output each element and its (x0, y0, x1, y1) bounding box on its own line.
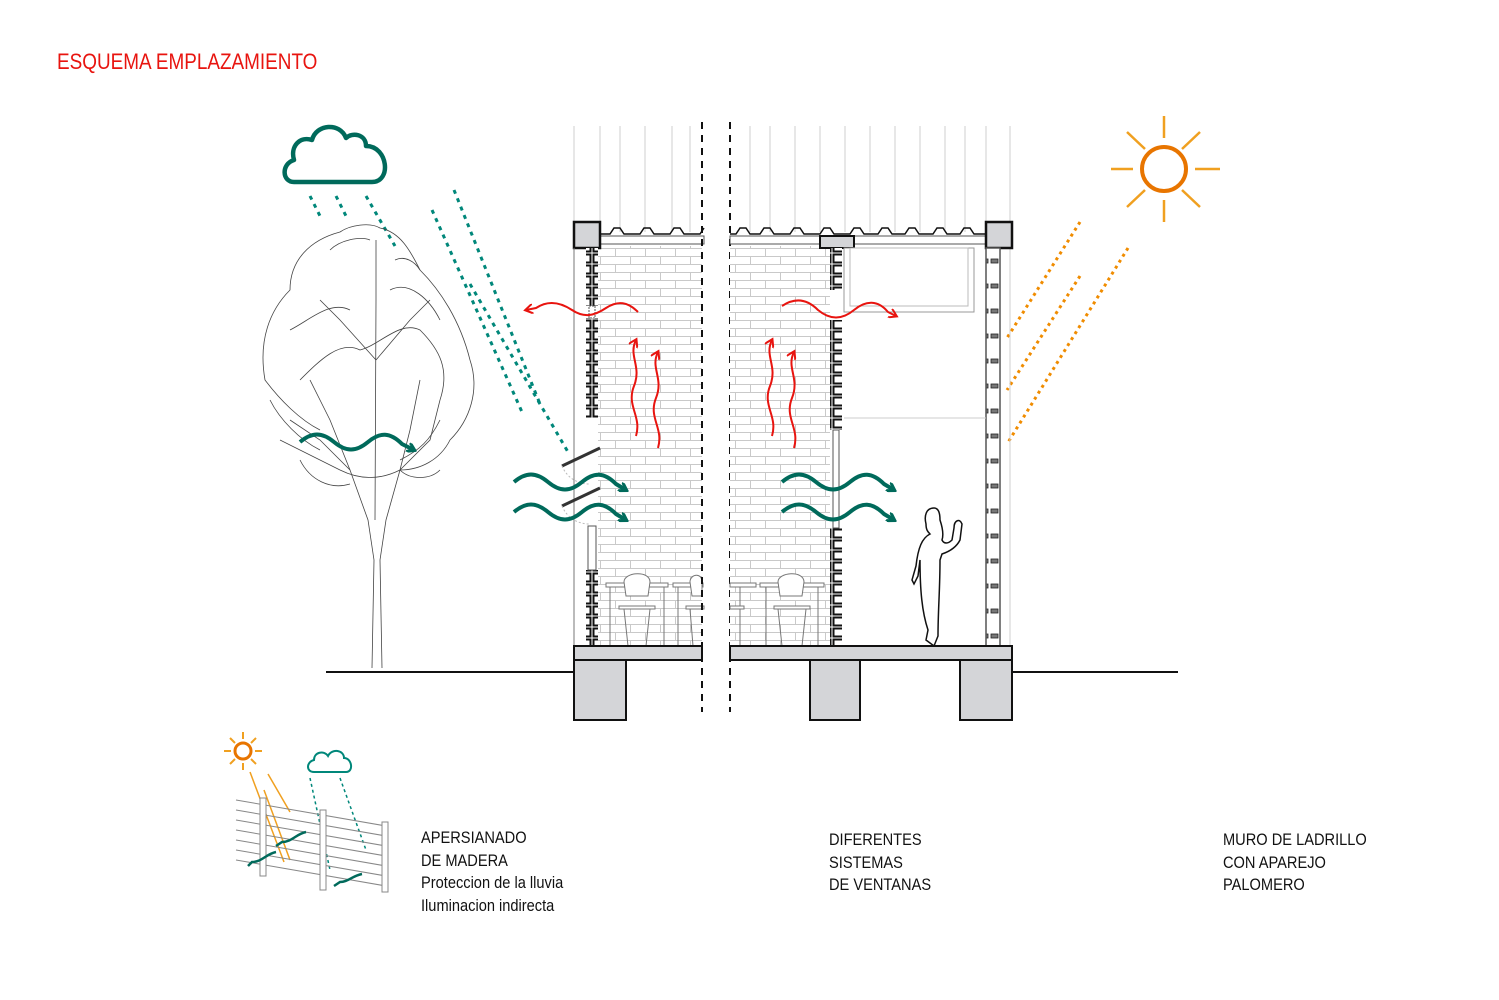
cloud-icon-small (307, 750, 352, 773)
heat-arrow (768, 340, 774, 437)
tree-icon (262, 224, 475, 669)
heat-exit-arrow (526, 302, 639, 316)
table-chair (605, 573, 705, 647)
heat-arrow (790, 352, 796, 449)
table-chair (729, 573, 825, 647)
caption-apersianado: APERSIANADO DE MADERA Proteccion de la l… (421, 827, 563, 917)
heat-arrow (632, 340, 638, 437)
rain-lines (308, 189, 570, 453)
wind-arrow (512, 472, 626, 491)
wind-arrow (780, 472, 894, 491)
caption-line: Iluminacion indirecta (421, 895, 555, 915)
heat-exit-arrow (781, 299, 896, 319)
caption-line: MURO DE LADRILLO (1223, 830, 1367, 849)
caption-ventanas: DIFERENTES SISTEMAS DE VENTANAS (829, 829, 931, 897)
caption-line: DE MADERA (421, 850, 508, 870)
cloud-icon (282, 124, 388, 185)
caption-line: SISTEMAS (829, 852, 903, 872)
caption-line: DE VENTANAS (829, 875, 932, 894)
wind-arrow-tree (298, 432, 414, 451)
right-building-section (729, 126, 1014, 721)
wind-arrow (780, 502, 894, 521)
sunlight-lines (1005, 221, 1130, 445)
sun-icon (1111, 116, 1220, 222)
caption-line: Proteccion de la lluvia (421, 873, 564, 892)
caption-line: DIFERENTES (829, 830, 922, 849)
break-lines (701, 122, 731, 712)
left-building-section (561, 126, 705, 721)
diagram-title: ESQUEMA EMPLAZAMIENTO (57, 49, 318, 74)
detail-apersianado-illustration (224, 732, 389, 893)
caption-line: PALOMERO (1223, 875, 1305, 894)
ventilation-arrows (512, 472, 894, 521)
caption-line: APERSIANADO (421, 828, 527, 847)
person-silhouette-icon (911, 507, 963, 648)
heat-arrows (526, 299, 896, 449)
caption-line: CON APAREJO (1223, 852, 1326, 872)
heat-arrow (654, 352, 660, 449)
sun-icon-small (224, 732, 262, 770)
wind-arrow (512, 502, 626, 521)
caption-ladrillo: MURO DE LADRILLO CON APAREJO PALOMERO (1223, 829, 1367, 897)
